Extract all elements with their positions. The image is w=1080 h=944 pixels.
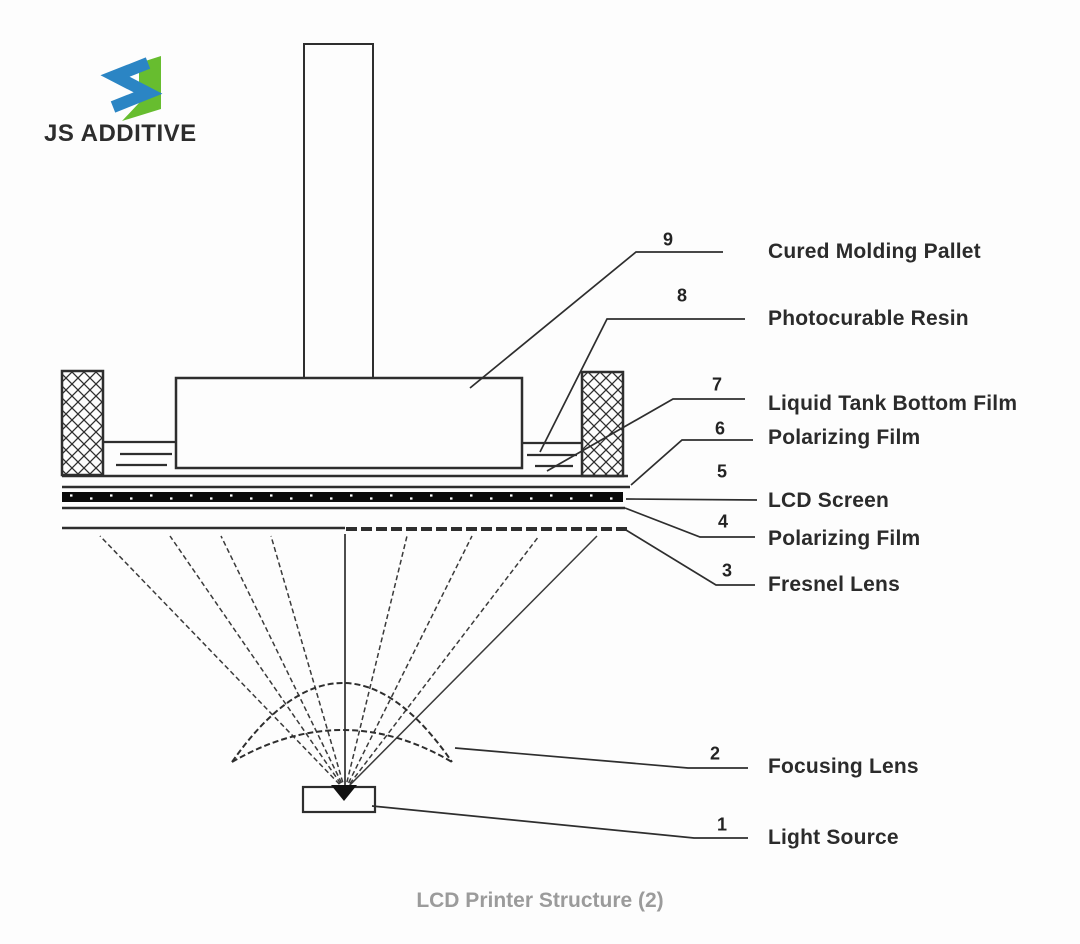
callout-number-9: 9 bbox=[662, 229, 674, 250]
cured-molding-pallet bbox=[174, 376, 524, 470]
label-cured-molding-pallet: Cured Molding Pallet bbox=[768, 240, 981, 263]
callout-number-6: 6 bbox=[714, 418, 726, 439]
focusing-lens-arc bbox=[231, 682, 453, 763]
js-additive-logo-icon bbox=[100, 56, 163, 121]
callout-number-5: 5 bbox=[716, 461, 728, 482]
lcd-screen-bar bbox=[62, 492, 623, 502]
callout-number-4: 4 bbox=[717, 511, 729, 532]
light-rays bbox=[99, 534, 598, 791]
label-liquid-tank-bottom-film: Liquid Tank Bottom Film bbox=[768, 392, 1018, 415]
label-photocurable-resin: Photocurable Resin bbox=[768, 307, 969, 330]
label-focusing-lens: Focusing Lens bbox=[768, 755, 919, 778]
label-polarizing-film-upper: Polarizing Film bbox=[768, 426, 921, 449]
build-plate-shaft bbox=[303, 43, 374, 379]
label-fresnel-lens: Fresnel Lens bbox=[768, 573, 900, 596]
callout-number-7: 7 bbox=[711, 374, 723, 395]
brand-name: JS ADDITIVE bbox=[44, 120, 197, 147]
resin-tank-left-wall bbox=[60, 369, 105, 477]
resin-tank-right-wall bbox=[580, 370, 625, 478]
callout-number-2: 2 bbox=[709, 743, 721, 764]
label-polarizing-film-lower: Polarizing Film bbox=[768, 527, 921, 550]
label-lcd-screen: LCD Screen bbox=[768, 489, 890, 512]
figure-caption: LCD Printer Structure (2) bbox=[416, 889, 664, 912]
callout-number-1: 1 bbox=[716, 814, 728, 835]
label-light-source: Light Source bbox=[768, 826, 899, 849]
fresnel-lens-line bbox=[62, 526, 628, 531]
callout-number-8: 8 bbox=[676, 285, 688, 306]
photocurable-resin-liquid bbox=[103, 440, 582, 468]
leader-lines bbox=[371, 251, 758, 839]
callout-number-3: 3 bbox=[721, 560, 733, 581]
light-source-box bbox=[301, 785, 377, 814]
